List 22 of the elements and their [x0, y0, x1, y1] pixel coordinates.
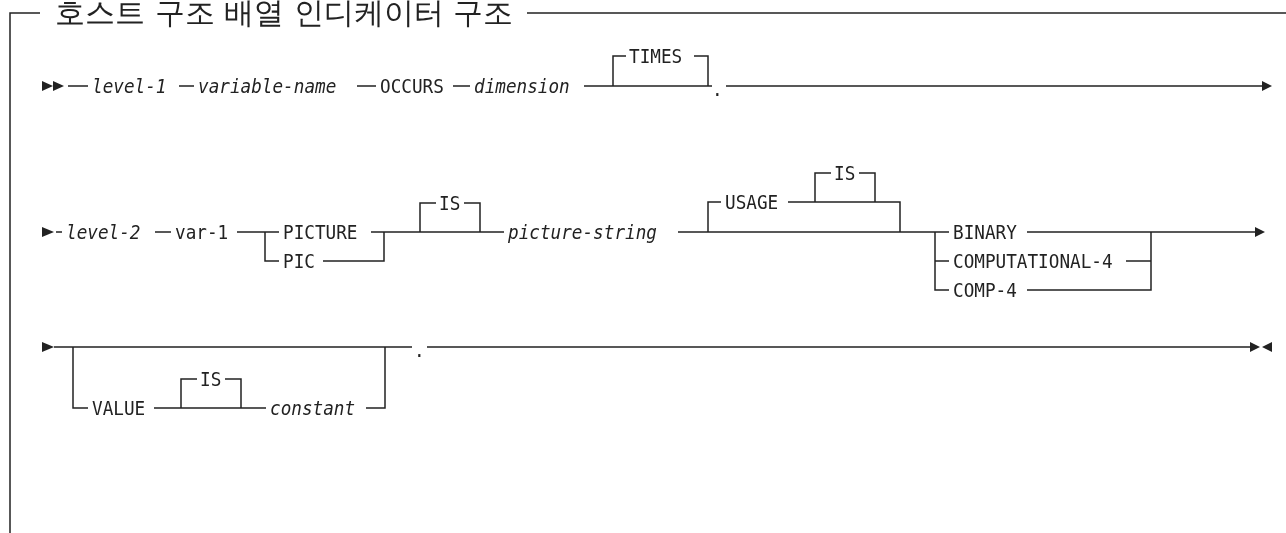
syntax-keyword: OCCURS — [380, 76, 444, 96]
syntax-keyword: IS — [200, 369, 222, 389]
diagram-title: 호스트 구조 배열 인디케이터 구조 — [55, 0, 514, 31]
syntax-variable: level-1 — [92, 76, 167, 96]
syntax-variable: picture-string — [508, 222, 657, 242]
syntax-keyword: BINARY — [953, 222, 1017, 242]
syntax-variable: variable-name — [198, 76, 337, 96]
terminator-period: . — [414, 340, 425, 360]
syntax-keyword: PIC — [283, 251, 315, 271]
syntax-keyword: IS — [439, 193, 461, 213]
syntax-variable: var-1 — [175, 222, 229, 242]
syntax-variable: level-2 — [66, 222, 141, 242]
syntax-keyword: PICTURE — [283, 222, 358, 242]
syntax-variable: constant — [270, 398, 356, 418]
syntax-keyword: USAGE — [725, 192, 779, 212]
syntax-keyword: IS — [834, 163, 856, 183]
syntax-keyword: VALUE — [92, 398, 146, 418]
syntax-variable: dimension — [474, 76, 570, 96]
syntax-keyword: TIMES — [629, 46, 683, 66]
syntax-keyword: COMP-4 — [953, 280, 1017, 300]
terminator-period: . — [712, 79, 723, 99]
syntax-keyword: COMPUTATIONAL-4 — [953, 251, 1113, 271]
